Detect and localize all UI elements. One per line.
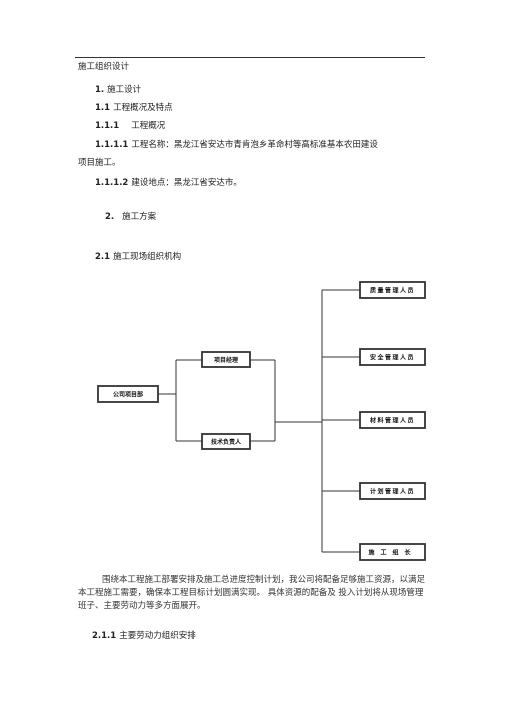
company-label: 公司项目部 bbox=[113, 391, 143, 399]
heading-continuation: 项目施工。 bbox=[78, 158, 121, 168]
heading-number: 1.1.1.2 bbox=[95, 178, 129, 188]
tech-lead-label: 技术负责人 bbox=[211, 438, 242, 446]
project-manager-label: 项目经理 bbox=[214, 356, 238, 364]
quality-label: 质量管理人员 bbox=[370, 287, 415, 295]
body-paragraph: 围绕本工程施工部署安排及施工总进度控制计划，我公司将配备足够施工资源，以满足本工… bbox=[78, 575, 426, 611]
tech-lead-box: 技术负责人 bbox=[201, 433, 251, 450]
header-rule bbox=[75, 57, 425, 58]
foreman-box: 施工组长 bbox=[359, 543, 426, 561]
heading-1-1-1: 1.1.1 工程概况 bbox=[95, 121, 165, 132]
foreman-label: 施工组长 bbox=[368, 549, 416, 557]
heading-text: 工程概况 bbox=[131, 121, 166, 131]
heading-number: 1.1 bbox=[95, 103, 111, 113]
planning-label: 计划管理人员 bbox=[370, 488, 415, 496]
heading-2: 2. 施工方案 bbox=[105, 212, 156, 223]
heading-number: 2.1.1 bbox=[92, 631, 117, 641]
heading-number: 2. bbox=[105, 212, 115, 222]
heading-text: 工程名称：黑龙江省安达市青肯泡乡革命村等高标准基本农田建设 bbox=[131, 140, 378, 150]
heading-number: 2.1 bbox=[95, 252, 111, 262]
heading-text: 工程概况及特点 bbox=[113, 103, 173, 113]
heading-text: 施工现场组织机构 bbox=[113, 252, 182, 262]
heading-number: 1.1.1 bbox=[95, 121, 120, 131]
running-header: 施工组织设计 bbox=[78, 62, 130, 72]
heading-text: 建设地点：黑龙江省安达市。 bbox=[131, 178, 242, 188]
project-manager-box: 项目经理 bbox=[201, 351, 251, 368]
safety-box: 安全管理人员 bbox=[359, 348, 426, 366]
materials-box: 材料管理人员 bbox=[359, 411, 426, 429]
heading-text: 施工方案 bbox=[122, 212, 157, 222]
heading-1: 1.施工设计 bbox=[95, 85, 141, 96]
quality-box: 质量管理人员 bbox=[359, 281, 426, 299]
company-box: 公司项目部 bbox=[97, 385, 159, 403]
safety-label: 安全管理人员 bbox=[370, 354, 415, 362]
heading-number: 1.1.1.1 bbox=[95, 140, 129, 150]
heading-number: 1. bbox=[95, 85, 105, 95]
planning-box: 计划管理人员 bbox=[359, 482, 426, 500]
heading-text: 施工设计 bbox=[107, 85, 142, 95]
materials-label: 材料管理人员 bbox=[369, 417, 415, 425]
heading-text: 主要劳动力组织安排 bbox=[119, 631, 196, 641]
